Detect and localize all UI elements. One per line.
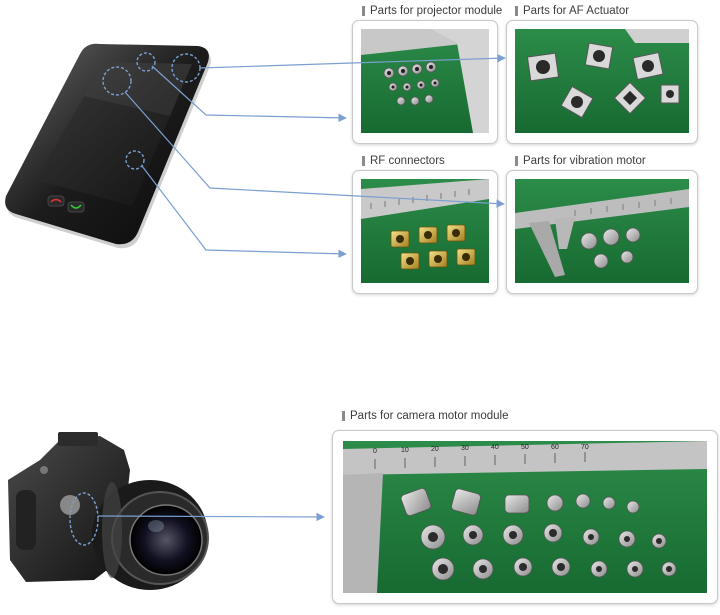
ruler-tick-label: 10 xyxy=(401,447,409,454)
leader-lines xyxy=(97,54,506,522)
ruler-tick-label: 30 xyxy=(461,445,469,452)
caption-text: Parts for AF Actuator xyxy=(523,5,630,17)
vibration-motor-illustration xyxy=(515,179,689,283)
phone-hangup-icon xyxy=(47,195,65,207)
caption-marker-icon xyxy=(362,156,365,166)
panel-camera-motor-module[interactable]: 0 10 20 30 40 50 60 70 xyxy=(332,430,718,604)
ruler-tick-label: 0 xyxy=(373,448,377,455)
caption-marker-icon xyxy=(515,156,518,166)
projector-parts-photo xyxy=(361,29,489,133)
caption-projector-module: Parts for projector module xyxy=(362,5,502,17)
caption-text: RF connectors xyxy=(370,155,445,167)
ruler-tick-label: 70 xyxy=(581,444,589,451)
panel-vibration-motor[interactable] xyxy=(506,170,698,294)
camera-motor-illustration: 0 10 20 30 40 50 60 70 xyxy=(343,441,707,593)
ruler-tick-label: 60 xyxy=(551,444,559,451)
panel-af-actuator[interactable] xyxy=(506,20,698,144)
rf-connector-parts-photo xyxy=(361,179,489,283)
ruler-tick-label: 50 xyxy=(521,444,529,451)
rf-connector-illustration xyxy=(361,179,489,283)
caption-text: Parts for camera motor module xyxy=(350,410,509,422)
caption-marker-icon xyxy=(342,411,345,421)
caption-text: Parts for projector module xyxy=(370,5,503,17)
caption-af-actuator: Parts for AF Actuator xyxy=(515,5,629,17)
caption-rf-connectors: RF connectors xyxy=(362,155,445,167)
ruler-tick-label: 20 xyxy=(431,446,439,453)
smartphone-illustration xyxy=(5,43,211,249)
caption-marker-icon xyxy=(515,6,518,16)
ruler-tick-label: 40 xyxy=(491,444,499,451)
phone-call-icon xyxy=(67,201,85,213)
vibration-motor-parts-photo xyxy=(515,179,689,283)
caption-camera-motor-module: Parts for camera motor module xyxy=(342,410,509,422)
panel-projector-module[interactable] xyxy=(352,20,498,144)
af-actuator-parts-photo xyxy=(515,29,689,133)
af-actuator-parts-illustration xyxy=(515,29,689,133)
camera-illustration xyxy=(8,432,209,590)
caption-vibration-motor: Parts for vibration motor xyxy=(515,155,646,167)
caption-text: Parts for vibration motor xyxy=(523,155,646,167)
panel-rf-connectors[interactable] xyxy=(352,170,498,294)
caption-marker-icon xyxy=(362,6,365,16)
projector-parts-illustration xyxy=(361,29,489,133)
camera-motor-parts-photo: 0 10 20 30 40 50 60 70 xyxy=(343,441,707,593)
camera-lens xyxy=(92,480,209,590)
